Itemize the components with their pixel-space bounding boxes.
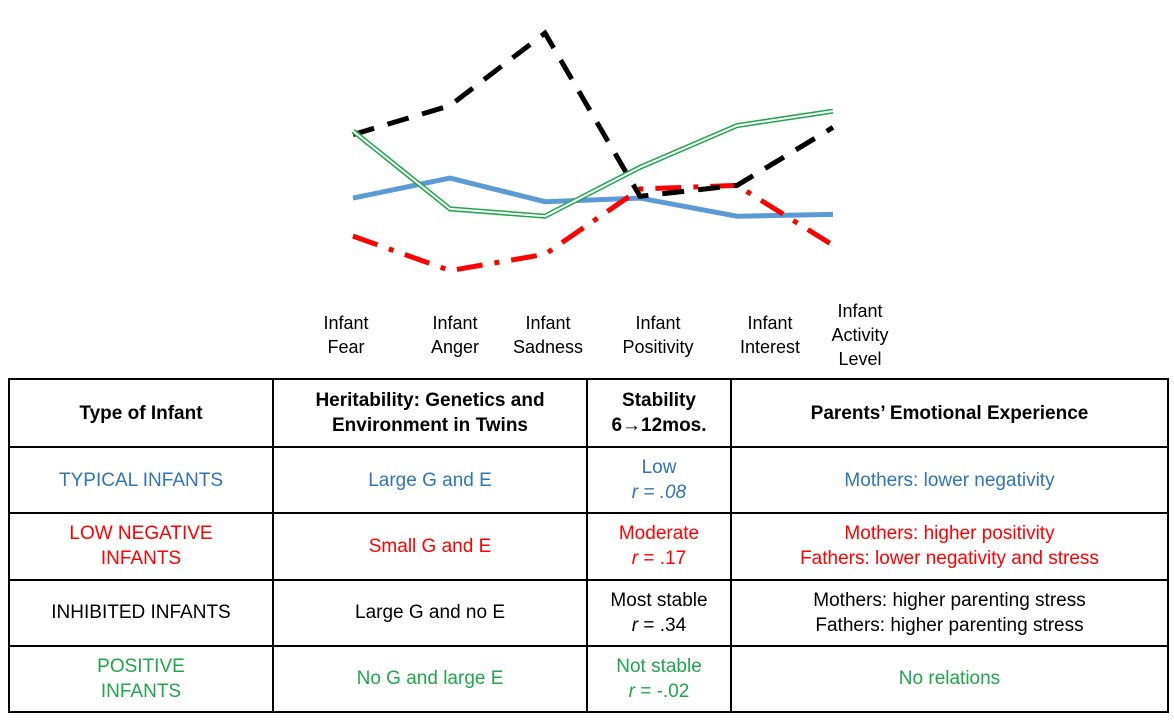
cell-type: LOW NEGATIVE INFANTS	[8, 512, 274, 581]
stability-r: r = .17	[631, 548, 687, 570]
stability-r: r = .08	[631, 482, 687, 504]
cell-parents: Mothers: lower negativity	[730, 445, 1169, 515]
cell-type: TYPICAL INFANTS	[8, 445, 274, 515]
cell-parents-line-0: Mothers: lower negativity	[844, 469, 1055, 491]
table-row: LOW NEGATIVE INFANTS Small G and E Moderate…	[8, 512, 1169, 581]
header-type: Type of Infant	[8, 378, 274, 448]
cell-type-line-1: INFANTS	[100, 680, 182, 702]
header-stability-line2: 6→12mos.	[611, 415, 707, 436]
cell-parents-line-0: Mothers: higher parenting stress	[813, 589, 1086, 611]
category-label-0: Infant Fear	[323, 313, 369, 357]
table-header-row: Type of Infant Heritability: Genetics an…	[8, 378, 1169, 448]
category-label-1: Infant Anger	[430, 313, 480, 357]
cell-heritability: Large G and E	[272, 445, 588, 515]
cell-heritability-line-0: Large G and E	[368, 469, 492, 491]
cell-type-line-0: LOW NEGATIVE	[69, 523, 213, 545]
cell-heritability-line-0: No G and large E	[356, 668, 504, 690]
cell-parents-line-0: Mothers: higher positivity	[844, 523, 1055, 545]
header-heritability-line2: Environment in Twins	[332, 415, 528, 436]
cell-type-line-0: INHIBITED INFANTS	[51, 602, 231, 624]
header-stability-line1: Stability	[622, 390, 696, 411]
table-row: POSITIVE INFANTS No G and large E Not stab…	[8, 644, 1169, 714]
stability-r: r = -.02	[628, 680, 690, 702]
cell-stability: Not stable r = -.02	[586, 644, 732, 714]
cell-type-line-0: TYPICAL INFANTS	[59, 469, 223, 491]
cell-heritability: Small G and E	[272, 512, 588, 581]
stability-label: Low	[641, 457, 677, 479]
infant-type-table: Type of Infant Heritability: Genetics an…	[8, 378, 1169, 714]
category-label-3: Infant Positivity	[622, 313, 694, 357]
cell-stability: Most stable r = .34	[586, 578, 732, 647]
cell-heritability-line-0: Large G and no E	[355, 602, 505, 624]
cell-parents-line-0: No relations	[898, 668, 1001, 690]
cell-type-line-1: INFANTS	[100, 548, 182, 570]
cell-parents: No relations	[730, 644, 1169, 714]
stability-r: r = .34	[631, 614, 687, 636]
series-line-typical	[352, 175, 834, 219]
table-row: TYPICAL INFANTS Large G and E Low r = .08 Mo…	[8, 445, 1169, 515]
cell-heritability: No G and large E	[272, 644, 588, 714]
header-heritability: Heritability: Genetics and Environment i…	[272, 378, 588, 448]
cell-heritability: Large G and no E	[272, 578, 588, 647]
line-chart	[351, 29, 835, 274]
category-labels: Infant Fear Infant Anger Infant Sadness Inf…	[323, 301, 889, 369]
header-stability: Stability 6→12mos.	[586, 378, 732, 448]
series-line-inhibited	[352, 29, 835, 199]
category-label-2: Infant Sadness	[512, 313, 584, 357]
cell-stability: Low r = .08	[586, 445, 732, 515]
cell-parents-line-1: Fathers: higher parenting stress	[815, 614, 1084, 636]
header-parents: Parents’ Emotional Experience	[730, 378, 1169, 448]
cell-type-line-0: POSITIVE	[97, 655, 185, 677]
category-label-4: Infant Interest	[739, 313, 801, 357]
cell-stability: Moderate r = .17	[586, 512, 732, 581]
stability-label: Moderate	[618, 523, 700, 545]
cell-type: INHIBITED INFANTS	[8, 578, 274, 647]
cell-parents-line-1: Fathers: lower negativity and stress	[800, 548, 1099, 570]
category-label-5: Infant Activity Level	[831, 301, 889, 369]
cell-type: POSITIVE INFANTS	[8, 644, 274, 714]
table-row: INHIBITED INFANTS Large G and no E Most st…	[8, 578, 1169, 647]
cell-heritability-line-0: Small G and E	[368, 535, 492, 557]
stability-label: Not stable	[616, 655, 702, 677]
series-line-positive-inner	[352, 110, 834, 218]
stability-label: Most stable	[610, 589, 708, 611]
header-heritability-line1: Heritability: Genetics and	[315, 390, 545, 411]
